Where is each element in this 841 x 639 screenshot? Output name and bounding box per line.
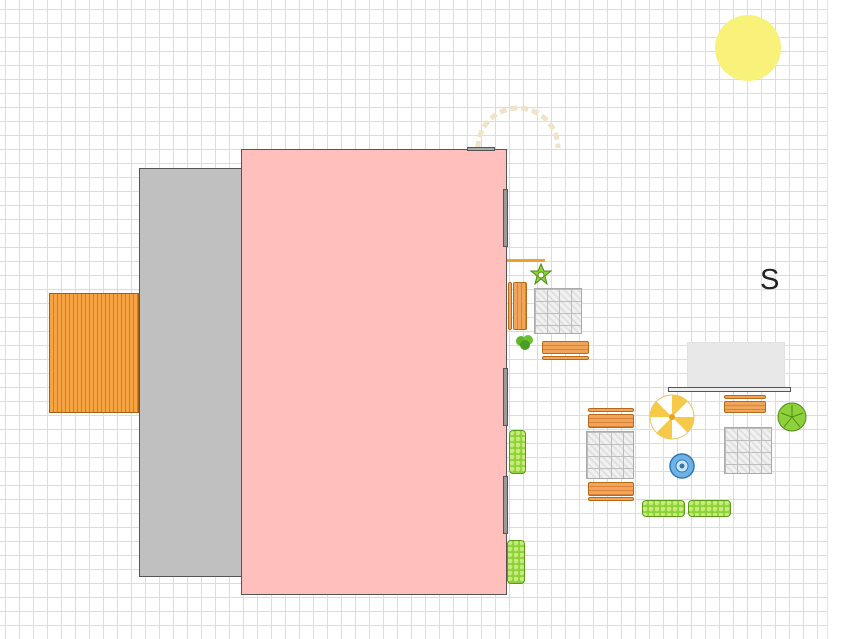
compass-label: S: [760, 264, 780, 296]
umbrella-icon[interactable]: [648, 394, 696, 440]
bench-seat[interactable]: [513, 282, 527, 330]
bench-backrest: [508, 282, 512, 330]
door-east-2[interactable]: [503, 368, 508, 426]
bench[interactable]: [588, 414, 634, 428]
shed-wall: [668, 387, 791, 392]
hedge[interactable]: [642, 500, 685, 517]
bench-backrest: [724, 395, 766, 399]
paver-patio[interactable]: [586, 431, 634, 479]
hedge[interactable]: [507, 540, 525, 584]
bench-backrest: [588, 497, 634, 501]
bench[interactable]: [542, 341, 589, 354]
canvas-edge: [827, 0, 841, 639]
bench[interactable]: [588, 482, 634, 496]
paver-patio[interactable]: [534, 288, 582, 334]
bench-backrest: [542, 356, 589, 360]
hedge[interactable]: [688, 500, 731, 517]
sun-icon[interactable]: [715, 15, 781, 81]
shrub-icon[interactable]: [515, 333, 535, 351]
pool-ring-icon[interactable]: [668, 452, 696, 480]
shrub-icon[interactable]: [776, 402, 808, 432]
flower-pot-icon[interactable]: [530, 263, 552, 285]
paver-patio[interactable]: [724, 427, 772, 474]
door-east-1[interactable]: [503, 189, 508, 247]
garage[interactable]: [139, 168, 242, 577]
door-east-3[interactable]: [503, 476, 508, 534]
bench[interactable]: [724, 401, 766, 413]
door-north[interactable]: [467, 147, 495, 151]
house[interactable]: [241, 149, 507, 595]
railing: [507, 259, 545, 262]
arch-trellis-icon[interactable]: [470, 100, 566, 152]
deck[interactable]: [49, 293, 139, 413]
hedge[interactable]: [509, 430, 526, 474]
shed[interactable]: [687, 342, 785, 388]
bench-backrest: [588, 408, 634, 412]
